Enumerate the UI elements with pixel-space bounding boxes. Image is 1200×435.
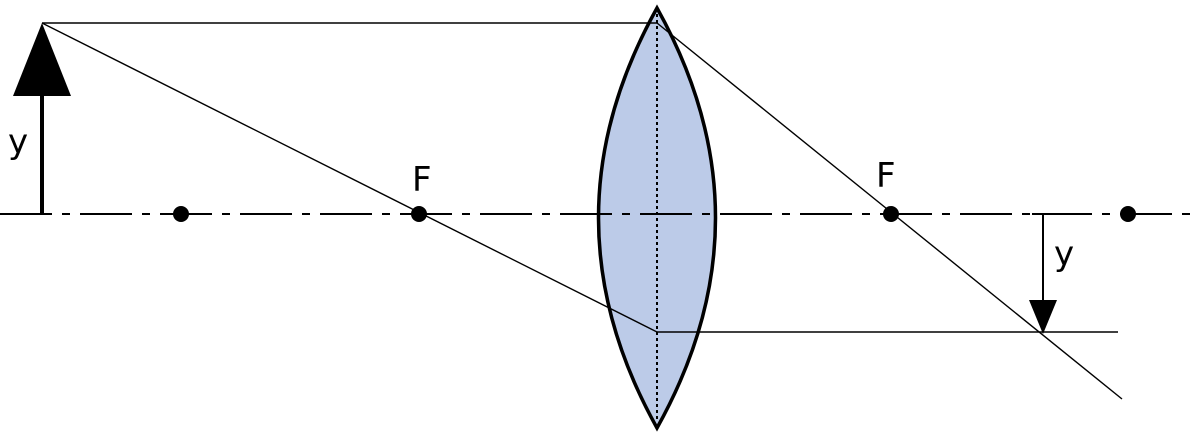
left-focal-point: [411, 206, 427, 222]
image-height-label: y: [1054, 234, 1074, 274]
right-focal-label: F: [876, 156, 896, 196]
right-focal-point: [883, 206, 899, 222]
object-arrow: [13, 23, 71, 214]
image-arrow: [1029, 213, 1057, 334]
focal-ray-incoming: [41, 22, 658, 333]
object-height-label: y: [8, 122, 28, 162]
light-rays: [41, 22, 1123, 400]
left-focal-label: F: [412, 160, 432, 200]
right-2f-point: [1120, 206, 1136, 222]
left-2f-point: [173, 206, 189, 222]
